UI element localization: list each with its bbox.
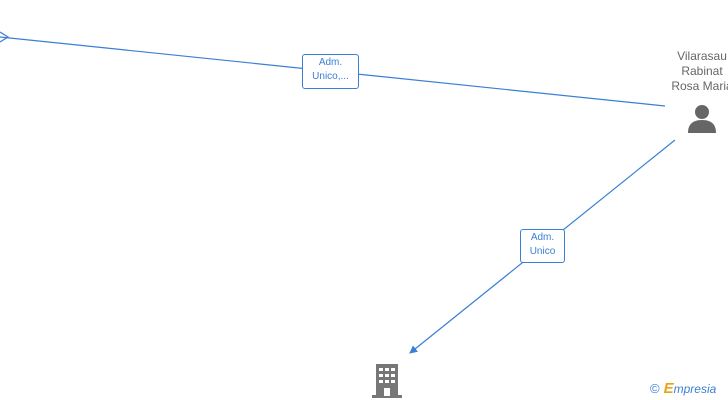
edge-label-line-2: Unico,... <box>312 71 349 82</box>
person-icon[interactable] <box>686 104 718 134</box>
empresia-watermark: ©Empresia <box>650 380 716 397</box>
person-name-line-3: Rosa Maria <box>671 79 728 93</box>
copyright-symbol: © <box>650 381 660 396</box>
building-icon[interactable] <box>370 362 404 398</box>
person-name-line-1: Vilarasau <box>677 49 727 63</box>
edge-arrowhead-left <box>0 31 10 43</box>
edge-label-adm-unico-1[interactable]: Adm. Unico,... <box>302 54 359 89</box>
brand-initial: E <box>663 380 674 397</box>
person-name-line-2: Rabinat <box>681 64 723 78</box>
person-node-name[interactable]: Vilarasau Rabinat Rosa Maria <box>664 49 728 94</box>
edge-label-line-2: Unico <box>529 246 556 257</box>
brand-name-rest: mpresia <box>673 382 717 396</box>
edge-label-line-1: Adm. <box>318 57 343 68</box>
edge-label-adm-unico-2[interactable]: Adm. Unico <box>520 229 565 263</box>
edge-label-line-1: Adm. <box>530 232 555 243</box>
